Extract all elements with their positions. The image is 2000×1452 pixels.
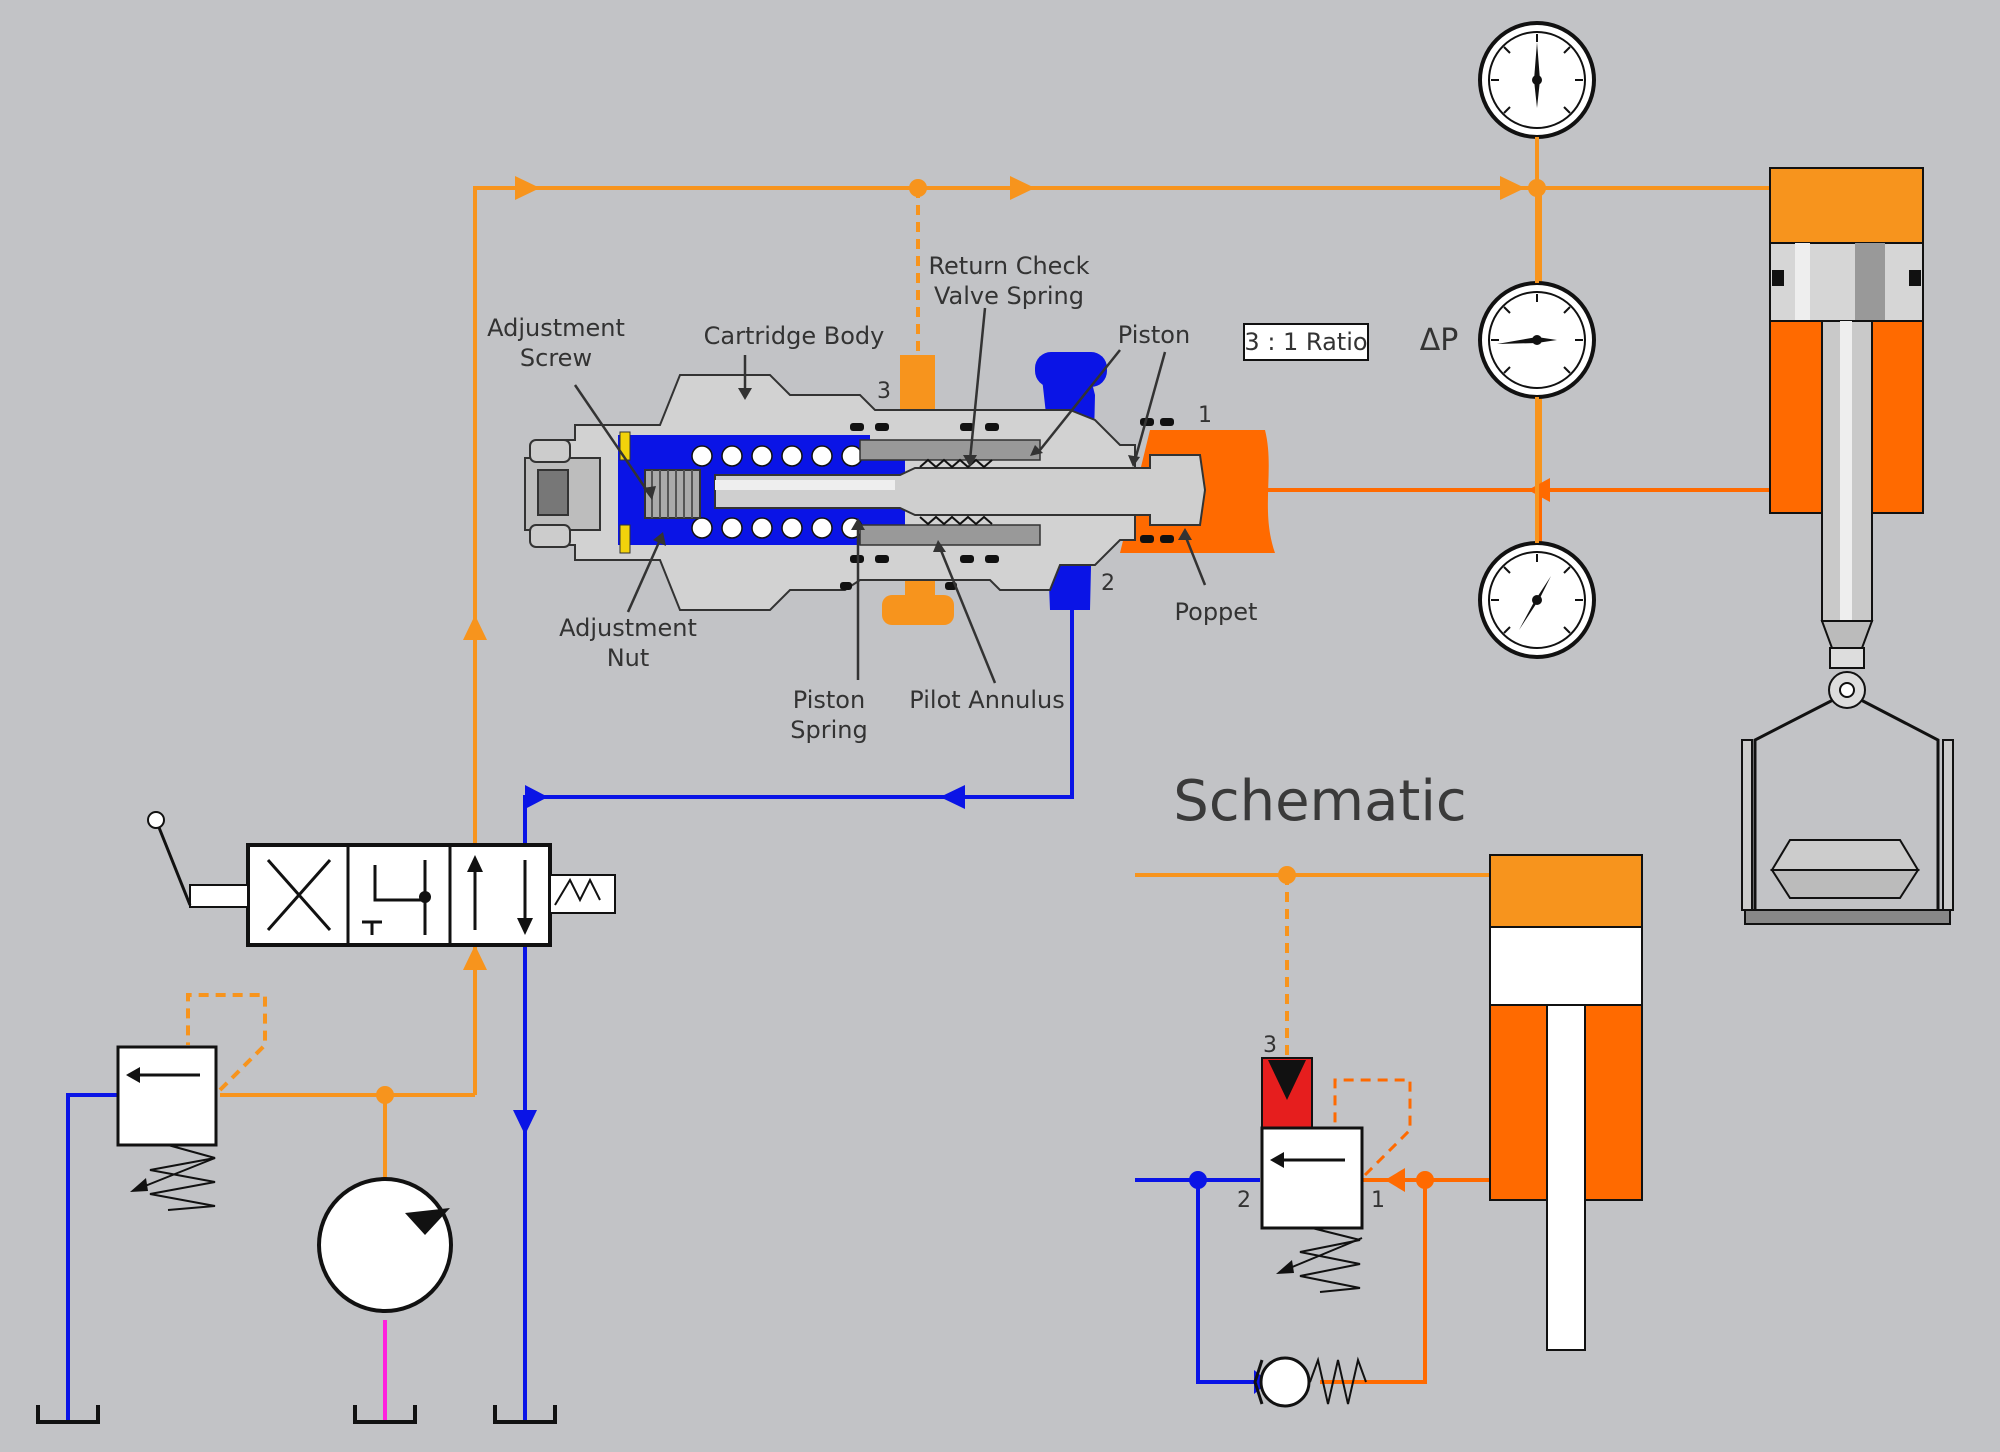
cartridge-body-label: Cartridge Body: [704, 322, 885, 350]
return-check-spring-label-line2: Valve Spring: [934, 282, 1084, 310]
callout-labels: Adjustment Screw Cartridge Body Return C…: [487, 252, 1467, 834]
adjustment-nut-label-line2: Nut: [607, 644, 650, 672]
tank-icon: [36, 1405, 557, 1424]
schematic-port-1: 1: [1371, 1188, 1385, 1213]
adjustment-screw-label: Adjustment: [487, 314, 625, 342]
cutaway-port-3: 3: [877, 379, 891, 404]
adjustment-screw-label-line2: Screw: [520, 344, 592, 372]
ratio-label: 3 : 1 Ratio: [1244, 328, 1367, 356]
piston-label: Piston: [1118, 321, 1190, 349]
cartridge-cutaway: [524, 352, 1275, 625]
leader-lines: [573, 307, 1207, 684]
leader-arrowheads: [643, 388, 1192, 552]
schematic-port-3: 3: [1263, 1033, 1277, 1058]
piston-spring-label-line2: Spring: [790, 716, 867, 744]
relief-valve-icon: [116, 1045, 218, 1211]
pump-icon: [317, 1177, 453, 1313]
delta-p-label: ΔP: [1420, 323, 1459, 358]
ratio-badge: 3 : 1 Ratio: [1243, 323, 1369, 361]
directional-valve-icon[interactable]: [147, 811, 616, 947]
cylinder-illustration: [1741, 167, 1954, 925]
flow-arrows: [376, 176, 1546, 1104]
cutaway-port-2: 2: [1101, 571, 1115, 596]
check-valve-icon: [1253, 1356, 1367, 1408]
pressure-gauge-icon: [1478, 21, 1596, 659]
schematic-port-2: 2: [1237, 1188, 1251, 1213]
cutaway-port-1: 1: [1198, 403, 1212, 428]
piston-spring-label: Piston: [793, 686, 865, 714]
port-labels: 3 1 2 3 2 1: [877, 379, 1385, 1213]
poppet-label: Poppet: [1175, 598, 1258, 626]
adjustment-nut-label: Adjustment: [559, 614, 697, 642]
schematic-cylinder: [1489, 854, 1643, 1351]
tank-lines: [66, 610, 1260, 1420]
return-check-spring-label: Return Check: [928, 252, 1089, 280]
pilot-annulus-label: Pilot Annulus: [909, 686, 1064, 714]
schematic-title: Schematic: [1173, 769, 1466, 834]
lever-icon[interactable]: [189, 884, 249, 908]
schematic-counterbalance-valve: [1260, 1057, 1412, 1293]
